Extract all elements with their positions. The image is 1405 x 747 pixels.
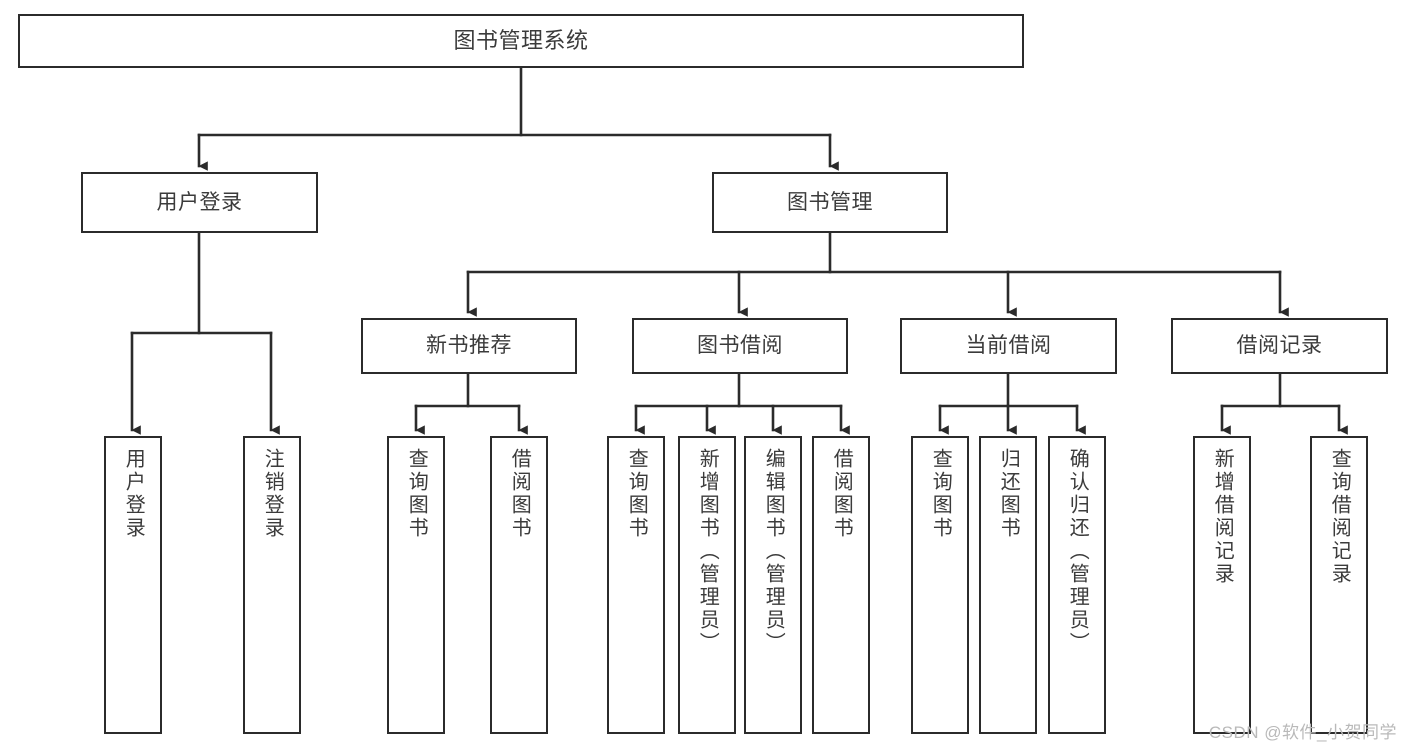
node-leaf-borrow-book-2-label: 借阅图书	[830, 448, 853, 540]
node-book-manage-label: 图书管理	[787, 190, 873, 214]
node-leaf-add-record[interactable]: 新增借阅记录	[1193, 436, 1251, 734]
node-leaf-borrow-book-1-label: 借阅图书	[508, 448, 531, 540]
node-leaf-borrow-book-1[interactable]: 借阅图书	[490, 436, 548, 734]
node-leaf-edit-book[interactable]: 编辑图书（管理员）	[744, 436, 802, 734]
node-leaf-logout-login-label: 注销登录	[261, 448, 284, 540]
node-leaf-add-record-label: 新增借阅记录	[1211, 448, 1234, 586]
node-leaf-confirm-return-label: 确认归还（管理员）	[1066, 448, 1089, 655]
node-leaf-query-book-2-label: 查询图书	[625, 448, 648, 540]
node-root-label: 图书管理系统	[453, 27, 589, 53]
node-leaf-add-book[interactable]: 新增图书（管理员）	[678, 436, 736, 734]
node-leaf-query-record-label: 查询借阅记录	[1328, 448, 1351, 586]
node-leaf-user-login-label: 用户登录	[122, 448, 145, 540]
node-current-borrow-label: 当前借阅	[965, 334, 1052, 358]
node-book-borrow[interactable]: 图书借阅	[632, 318, 848, 374]
node-leaf-logout-login[interactable]: 注销登录	[243, 436, 301, 734]
node-user-login[interactable]: 用户登录	[81, 172, 318, 233]
node-leaf-borrow-book-2[interactable]: 借阅图书	[812, 436, 870, 734]
node-leaf-query-book-1[interactable]: 查询图书	[387, 436, 445, 734]
node-new-book-recommend[interactable]: 新书推荐	[361, 318, 577, 374]
node-leaf-query-book-1-label: 查询图书	[405, 448, 428, 540]
node-book-borrow-label: 图书借阅	[697, 334, 783, 358]
node-leaf-query-book-3[interactable]: 查询图书	[911, 436, 969, 734]
node-leaf-return-book[interactable]: 归还图书	[979, 436, 1037, 734]
watermark-text: CSDN @软件_小贺同学	[1208, 723, 1397, 742]
node-leaf-return-book-label: 归还图书	[997, 448, 1020, 540]
node-book-manage[interactable]: 图书管理	[712, 172, 948, 233]
node-leaf-add-book-label: 新增图书（管理员）	[696, 448, 719, 655]
node-new-book-recommend-label: 新书推荐	[426, 334, 512, 358]
node-root[interactable]: 图书管理系统	[18, 14, 1024, 68]
node-borrow-record-label: 借阅记录	[1236, 334, 1323, 358]
node-current-borrow[interactable]: 当前借阅	[900, 318, 1117, 374]
node-leaf-user-login[interactable]: 用户登录	[104, 436, 162, 734]
node-leaf-confirm-return[interactable]: 确认归还（管理员）	[1048, 436, 1106, 734]
node-leaf-query-book-2[interactable]: 查询图书	[607, 436, 665, 734]
node-leaf-query-record[interactable]: 查询借阅记录	[1310, 436, 1368, 734]
node-leaf-query-book-3-label: 查询图书	[929, 448, 952, 540]
node-user-login-label: 用户登录	[156, 190, 243, 214]
node-leaf-edit-book-label: 编辑图书（管理员）	[762, 448, 785, 655]
node-borrow-record[interactable]: 借阅记录	[1171, 318, 1388, 374]
